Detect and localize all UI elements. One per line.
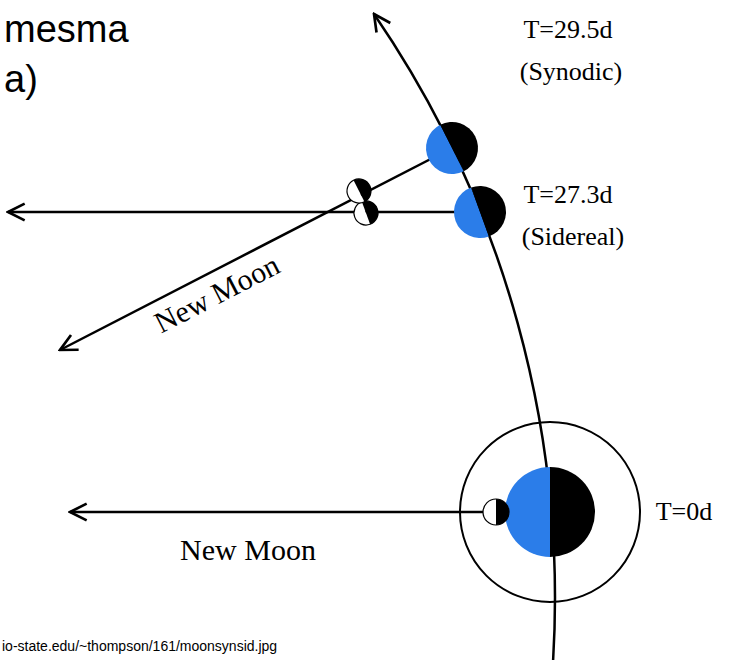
phase-label: New Moon: [180, 533, 316, 568]
earth-day-side: [505, 467, 550, 557]
moon: [343, 175, 375, 207]
earth-orbit-arrow: [374, 14, 555, 660]
slide-title-fragment: a): [4, 58, 38, 102]
time-label: T=27.3d: [523, 180, 612, 210]
time-label: T=29.5d: [523, 15, 612, 45]
earth-night-side: [550, 467, 595, 557]
moon-outline: [483, 499, 509, 525]
moon-lit-side: [483, 499, 496, 525]
sun-direction-arrow: [70, 511, 550, 514]
earth-night-side: [471, 179, 513, 237]
time-label: T=0d: [656, 497, 713, 527]
earth-night-side: [440, 113, 487, 171]
slide-title-fragment: mesma: [4, 8, 129, 52]
earth: [447, 179, 514, 246]
moon-outline: [343, 175, 375, 207]
period-name: (Synodic): [520, 57, 623, 87]
moon: [483, 499, 509, 525]
earth: [505, 467, 595, 557]
moon-orbit: [460, 422, 640, 602]
earth: [417, 113, 487, 183]
source-url: io-state.edu/~thompson/161/moonsynsid.jp…: [0, 638, 280, 654]
period-name: (Sidereal): [522, 222, 625, 252]
sun-direction-arrow: [8, 211, 480, 214]
moon-dark-side: [496, 499, 509, 525]
phase-label: New Moon: [149, 248, 286, 341]
sun-direction-arrow: [60, 148, 452, 350]
